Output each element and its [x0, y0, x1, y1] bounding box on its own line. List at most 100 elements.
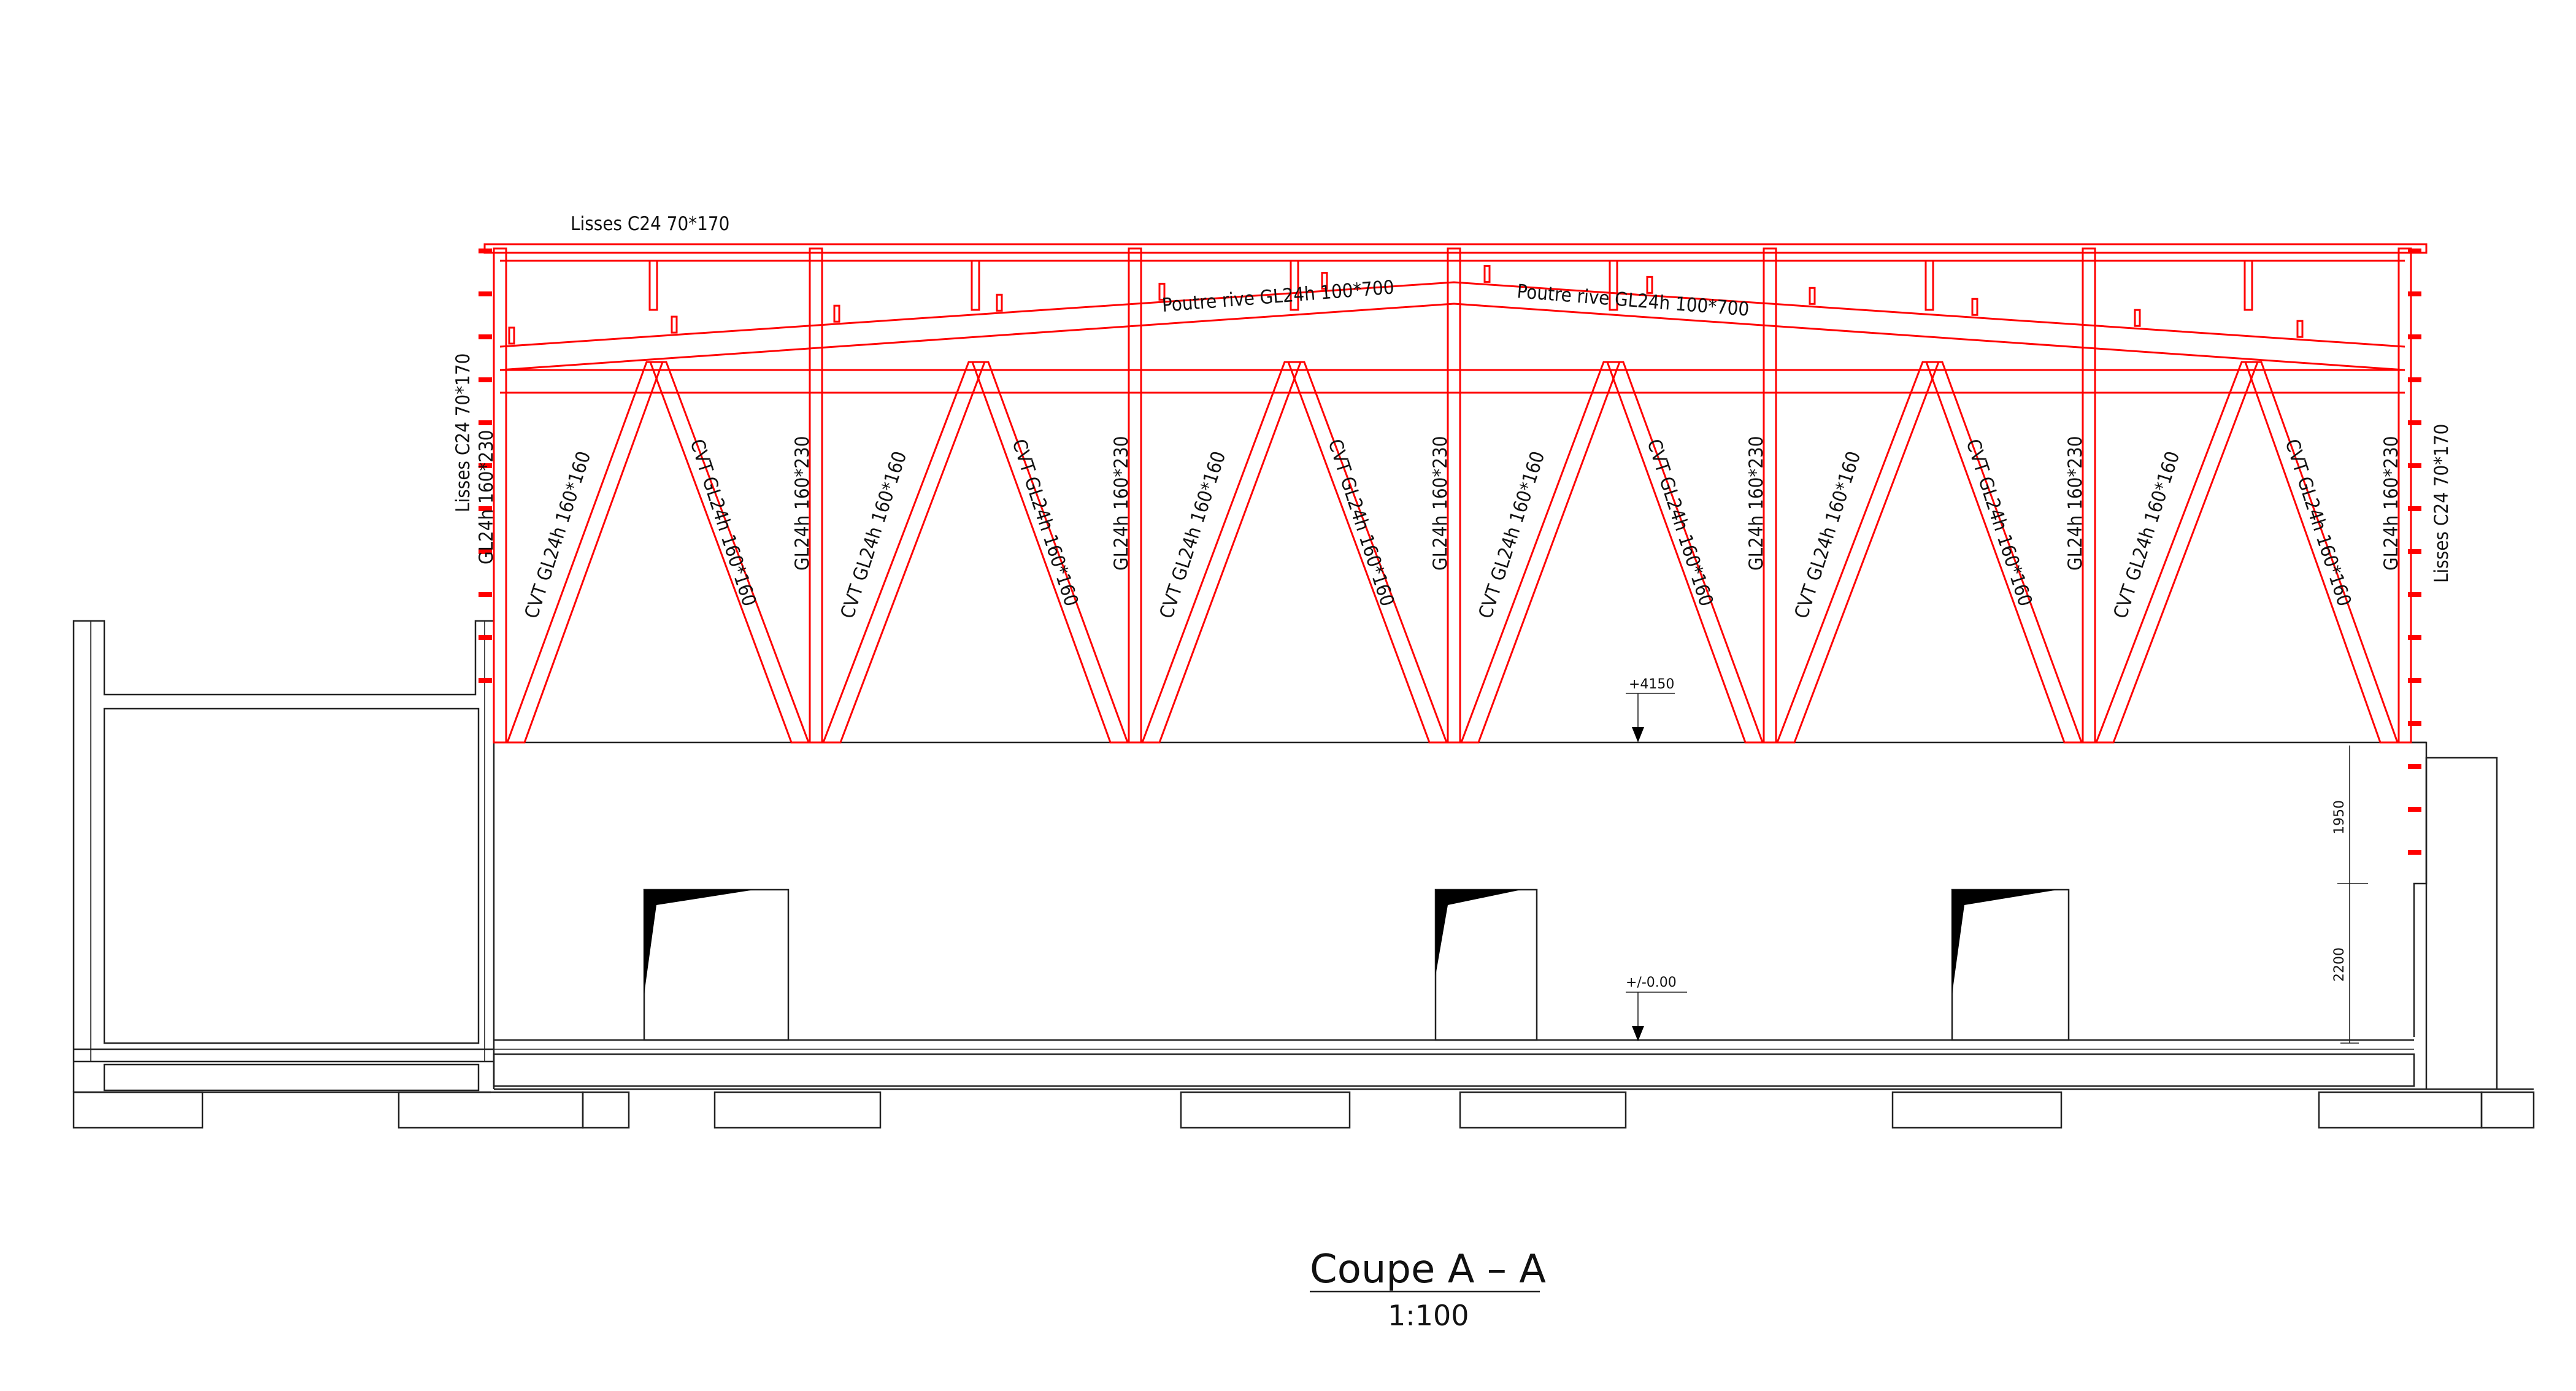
- dim-2200: 2200: [2332, 947, 2347, 982]
- side-lisse-left-2: [479, 291, 492, 296]
- purlin-11: [2134, 309, 2141, 327]
- label-lisses-left: Lisses C24 70*170: [452, 353, 474, 512]
- side-lisse-right-3: [2408, 334, 2421, 339]
- label-lisses-top: Lisses C24 70*170: [571, 213, 729, 235]
- opening-3: [1951, 888, 2070, 1041]
- poutre-bottom: [499, 302, 2405, 371]
- footing-1: [72, 1091, 204, 1129]
- brace-left-3: [1140, 361, 1302, 744]
- purlin-2: [671, 315, 678, 334]
- sub-post-2: [971, 260, 980, 311]
- side-lisse-right-5: [2408, 420, 2421, 425]
- brace-right-label-2: CVT GL24h 160*160: [1007, 436, 1082, 609]
- brace-right-label-4: CVT GL24h 160*160: [1642, 436, 1717, 609]
- brace-right-6: [2243, 361, 2399, 744]
- sub-post-5: [1924, 260, 1934, 311]
- opening-1-shade: [644, 890, 755, 994]
- left-annex-inner-room: [103, 707, 480, 1044]
- side-lisse-right-8: [2408, 549, 2421, 554]
- side-lisse-right-2: [2408, 291, 2421, 296]
- brace-left-6: [2094, 361, 2259, 744]
- side-lisse-left-5: [479, 420, 492, 425]
- sub-post-3: [1290, 260, 1299, 311]
- label-poutre-right: Poutre rive GL24h 100*700: [1516, 280, 1750, 321]
- side-lisse-left-6: [479, 463, 492, 468]
- post-label-3: GL24h 160*230: [1110, 436, 1132, 571]
- post-label-7: GL24h 160*230: [2380, 436, 2402, 571]
- side-lisse-left-7: [479, 506, 492, 511]
- poutre-top: [499, 281, 2405, 348]
- level-ground-text: +/-0.00: [1626, 975, 1677, 990]
- brace-left-5: [1775, 361, 1940, 744]
- footing-2: [398, 1091, 584, 1129]
- purlin-6: [1321, 272, 1328, 290]
- side-lisse-left-1: [479, 249, 492, 253]
- brace-right-4: [1605, 361, 1764, 744]
- post-3: [1128, 247, 1142, 744]
- left-annex-outline: [72, 620, 495, 1092]
- post-1: [493, 247, 507, 744]
- brace-right-label-5: CVT GL24h 160*160: [1961, 436, 2036, 609]
- post-label-4: GL24h 160*230: [1429, 436, 1451, 571]
- side-lisse-left-4: [479, 377, 492, 382]
- timber-structure: [479, 243, 2428, 855]
- brace-left-4: [1459, 361, 1621, 744]
- brace-left-label-5: CVT GL24h 160*160: [1790, 449, 1865, 621]
- sub-post-6: [2243, 260, 2253, 311]
- purlin-1: [508, 326, 515, 345]
- side-lisse-left-10: [479, 635, 492, 640]
- side-lisse-left-11: [479, 678, 492, 683]
- right-wall: [2396, 741, 2428, 1037]
- post-label-1: GL24h 160*230: [475, 430, 498, 564]
- brace-right-5: [1924, 361, 2083, 744]
- post-label-6: GL24h 160*230: [2064, 436, 2086, 571]
- footing-5: [1180, 1091, 1351, 1129]
- post-5: [1763, 247, 1777, 744]
- opening-2-shade: [1436, 890, 1521, 976]
- level-upper-text: +4150: [1629, 677, 1674, 692]
- section-scale: 1:100: [1388, 1299, 1469, 1332]
- brace-left-label-2: CVT GL24h 160*160: [836, 449, 911, 621]
- dim-1950: 1950: [2332, 800, 2347, 834]
- post-label-5: GL24h 160*230: [1745, 436, 1767, 571]
- brace-left-2: [821, 361, 986, 744]
- brace-right-label-1: CVT GL24h 160*160: [685, 436, 760, 609]
- opening-1: [643, 888, 790, 1041]
- building-structure: [72, 620, 2535, 1129]
- post-4: [1447, 247, 1461, 744]
- footing-9: [2480, 1091, 2535, 1129]
- side-lisse-right-10: [2408, 635, 2421, 640]
- footing-4: [713, 1091, 882, 1129]
- sub-post-1: [648, 260, 658, 311]
- purlin-10: [1971, 298, 1978, 316]
- side-lisse-right-12: [2408, 721, 2421, 726]
- purlin-8: [1646, 276, 1653, 294]
- post-2: [809, 247, 823, 744]
- side-lisse-right-9: [2408, 592, 2421, 597]
- left-floor-strip: [103, 1063, 480, 1092]
- right-annex: [2425, 757, 2498, 1089]
- purlin-3: [833, 304, 840, 323]
- level-marker-ground: +/-0.00: [1626, 975, 1687, 1041]
- purlin-12: [2296, 320, 2304, 338]
- height-dimension: 1950 2200: [2332, 746, 2368, 1044]
- footing-6: [1459, 1091, 1627, 1129]
- post-7: [2397, 247, 2412, 744]
- main-slab: [493, 1053, 2415, 1087]
- level-marker-upper: +4150: [1626, 677, 1675, 742]
- side-lisse-right-13: [2408, 764, 2421, 769]
- brace-left-label-6: CVT GL24h 160*160: [2109, 449, 2184, 621]
- side-lisse-right-7: [2408, 506, 2421, 511]
- side-lisse-left-3: [479, 334, 492, 339]
- side-lisse-left-9: [479, 592, 492, 597]
- opening-3-shade: [1952, 890, 2058, 994]
- brace-right-3: [1286, 361, 1448, 744]
- brace-right-1: [648, 361, 810, 744]
- brace-right-label-6: CVT GL24h 160*160: [2280, 436, 2355, 609]
- purlin-7: [1483, 264, 1491, 283]
- side-lisse-right-1: [2408, 249, 2421, 253]
- purlin-4: [996, 293, 1003, 312]
- side-lisse-right-15: [2408, 850, 2421, 855]
- purlin-5: [1158, 282, 1166, 301]
